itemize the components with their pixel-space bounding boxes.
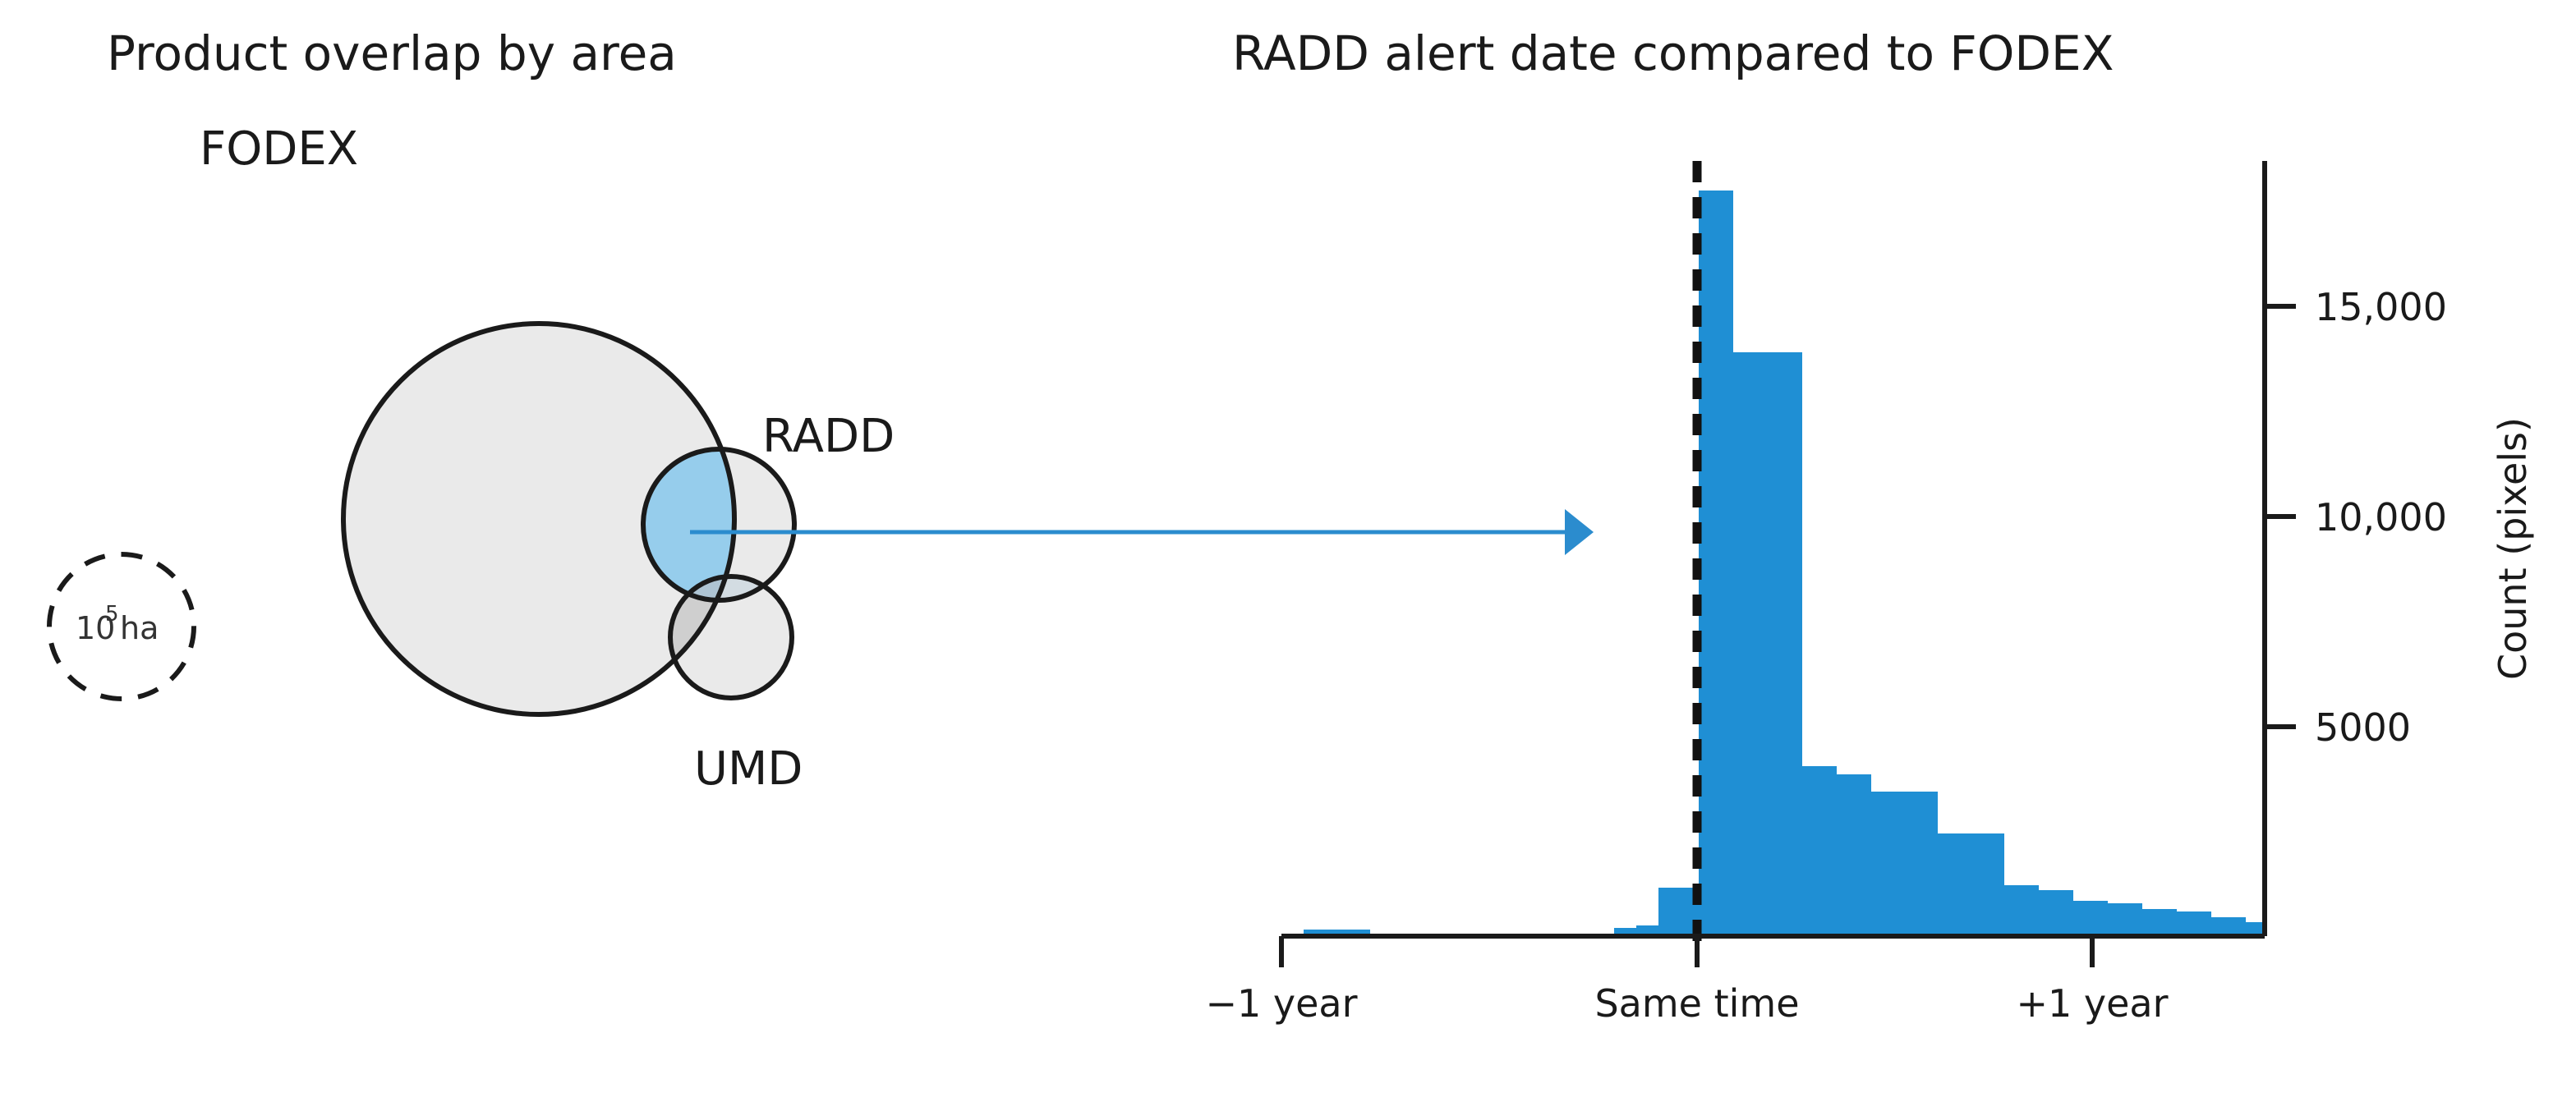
right-panel: RADD alert date compared to FODEX [1205,25,2535,1026]
histogram-bar [1837,774,1871,936]
histogram-bar [1636,925,1658,936]
histogram-bar [1304,930,1326,936]
histogram-bar [2108,903,2142,936]
histogram-bar [2177,911,2211,936]
venn-label-radd: RADD [762,410,895,463]
venn-overlap-fodex-radd [643,449,734,600]
y-tick-label-15000: 15,000 [2315,285,2447,329]
right-panel-title: RADD alert date compared to FODEX [1232,25,2114,81]
histogram-bar [1614,928,1636,936]
scale-legend-exponent: 5 [105,602,119,627]
x-tick-label-plus-1-year: +1 year [2016,981,2168,1026]
venn-label-fodex: FODEX [200,122,358,176]
annotation-arrow [690,509,1594,555]
histogram-bar [2211,917,2246,936]
histogram-bar [1348,930,1370,936]
histogram-bars [1281,191,2265,936]
left-panel: Product overlap by area 10 5 ha [47,25,1594,796]
venn-circle-umd-outline [668,574,794,700]
histogram-bar [1802,766,1837,936]
histogram-bar [1938,833,1972,936]
y-tick-label-10000: 10,000 [2315,495,2447,540]
histogram-bar [1871,792,1906,936]
histogram-bar [1658,888,1699,936]
venn-circle-fodex-outline [341,321,737,717]
histogram-bar-peak [1699,191,1733,936]
histogram-bar [2142,909,2177,936]
y-tick-label-5000: 5000 [2315,705,2411,750]
histogram-bar [1906,792,1938,936]
scale-legend-unit: ha [120,610,159,646]
histogram-bar [1972,833,2004,936]
left-panel-title: Product overlap by area [107,25,677,81]
venn-circle-radd-outline [641,447,797,603]
scale-circle-icon [47,552,196,701]
scale-legend-base: 10 [76,610,115,646]
x-tick-label-same-time: Same time [1594,981,1799,1026]
venn-circle-fodex-fill [343,324,734,714]
annotation-arrow-head-icon [1565,509,1594,555]
histogram-bar [2004,885,2039,936]
scale-legend: 10 5 ha [47,552,196,701]
histogram-bar [2039,890,2073,936]
y-axis-title: Count (pixels) [2491,417,2535,680]
histogram-bar [2073,901,2108,936]
histogram-bar [1769,352,1802,936]
histogram-bar [2246,922,2265,936]
histogram-bar [1326,930,1348,936]
venn-label-umd: UMD [694,742,803,796]
histogram-bar [1733,352,1769,936]
x-tick-label-minus-1-year: −1 year [1205,981,1357,1026]
